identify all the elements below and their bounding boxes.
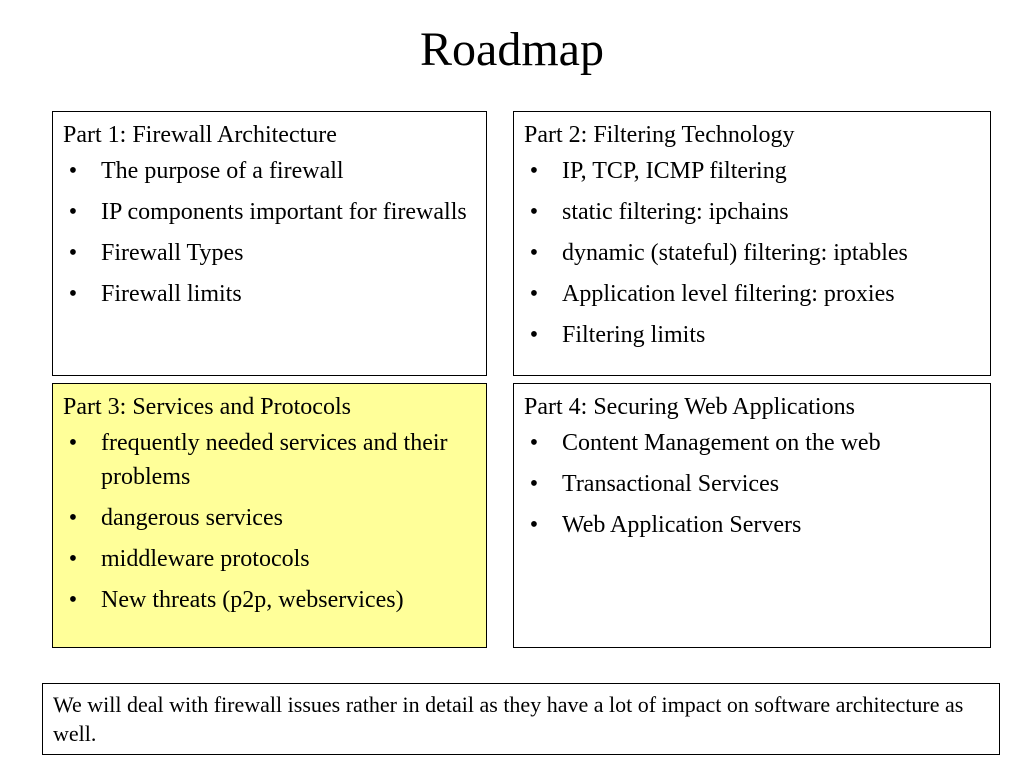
bullet-icon: • <box>68 199 78 225</box>
list-item: • Firewall Types <box>63 236 476 270</box>
list-item-text: IP, TCP, ICMP filtering <box>562 158 787 184</box>
slide-title: Roadmap <box>420 23 604 76</box>
bullet-icon: • <box>529 281 539 307</box>
list-item: • frequently needed services and their pr… <box>63 426 476 494</box>
bullet-icon: • <box>529 158 539 184</box>
part-1-list: • The purpose of a firewall • IP component… <box>63 154 476 311</box>
list-item: • IP, TCP, ICMP filtering <box>524 154 980 188</box>
list-item: • Web Application Servers <box>524 508 980 542</box>
bullet-icon: • <box>68 505 78 531</box>
bullet-icon: • <box>68 546 78 572</box>
list-item-text: Firewall Types <box>101 240 244 266</box>
list-item: • dangerous services <box>63 501 476 535</box>
bullet-icon: • <box>529 199 539 225</box>
bullet-icon: • <box>529 430 539 456</box>
part-1-heading: Part 1: Firewall Architecture <box>63 122 337 148</box>
list-item: • static filtering: ipchains <box>524 195 980 229</box>
list-item: • Content Management on the web <box>524 426 980 460</box>
list-item-text: middleware protocols <box>101 546 310 572</box>
list-item-text: dangerous services <box>101 505 283 531</box>
list-item: • middleware protocols <box>63 542 476 576</box>
list-item-text: Transactional Services <box>562 471 780 497</box>
list-item-text: frequently needed services and their pro… <box>101 430 448 490</box>
part-4-list: • Content Management on the web • Transact… <box>524 426 980 542</box>
list-item: • New threats (p2p, webservices) <box>63 583 476 617</box>
list-item-text: Filtering limits <box>562 322 706 348</box>
bullet-icon: • <box>529 512 539 538</box>
list-item: • dynamic (stateful) filtering: iptables <box>524 236 980 270</box>
footer-note: We will deal with firewall issues rather… <box>42 683 1000 755</box>
bullet-icon: • <box>529 240 539 266</box>
list-item-text: static filtering: ipchains <box>562 199 789 225</box>
bullet-icon: • <box>529 322 539 348</box>
part-3-box: Part 3: Services and Protocols • frequent… <box>52 383 487 648</box>
part-2-heading: Part 2: Filtering Technology <box>524 122 795 148</box>
list-item: • IP components important for firewalls <box>63 195 476 229</box>
list-item: • Filtering limits <box>524 318 980 352</box>
list-item-text: Web Application Servers <box>562 512 802 538</box>
bullet-icon: • <box>68 587 78 613</box>
part-4-box: Part 4: Securing Web Applications • Conte… <box>513 383 991 648</box>
bullet-icon: • <box>529 471 539 497</box>
list-item-text: The purpose of a firewall <box>101 158 344 184</box>
part-2-list: • IP, TCP, ICMP filtering • static filteri… <box>524 154 980 352</box>
list-item-text: dynamic (stateful) filtering: iptables <box>562 240 908 266</box>
part-4-heading: Part 4: Securing Web Applications <box>524 394 855 420</box>
bullet-icon: • <box>68 240 78 266</box>
list-item: • Application level filtering: proxies <box>524 277 980 311</box>
part-3-list: • frequently needed services and their pr… <box>63 426 476 617</box>
list-item: • The purpose of a firewall <box>63 154 476 188</box>
list-item: • Transactional Services <box>524 467 980 501</box>
part-1-box: Part 1: Firewall Architecture • The purpo… <box>52 111 487 376</box>
list-item-text: IP components important for firewalls <box>101 199 467 225</box>
list-item: • Firewall limits <box>63 277 476 311</box>
list-item-text: New threats (p2p, webservices) <box>101 587 404 613</box>
bullet-icon: • <box>68 281 78 307</box>
list-item-text: Application level filtering: proxies <box>562 281 895 307</box>
bullet-icon: • <box>68 158 78 184</box>
part-3-heading: Part 3: Services and Protocols <box>63 394 351 420</box>
list-item-text: Firewall limits <box>101 281 242 307</box>
list-item-text: Content Management on the web <box>562 430 881 456</box>
part-2-box: Part 2: Filtering Technology • IP, TCP, I… <box>513 111 991 376</box>
bullet-icon: • <box>68 430 78 456</box>
